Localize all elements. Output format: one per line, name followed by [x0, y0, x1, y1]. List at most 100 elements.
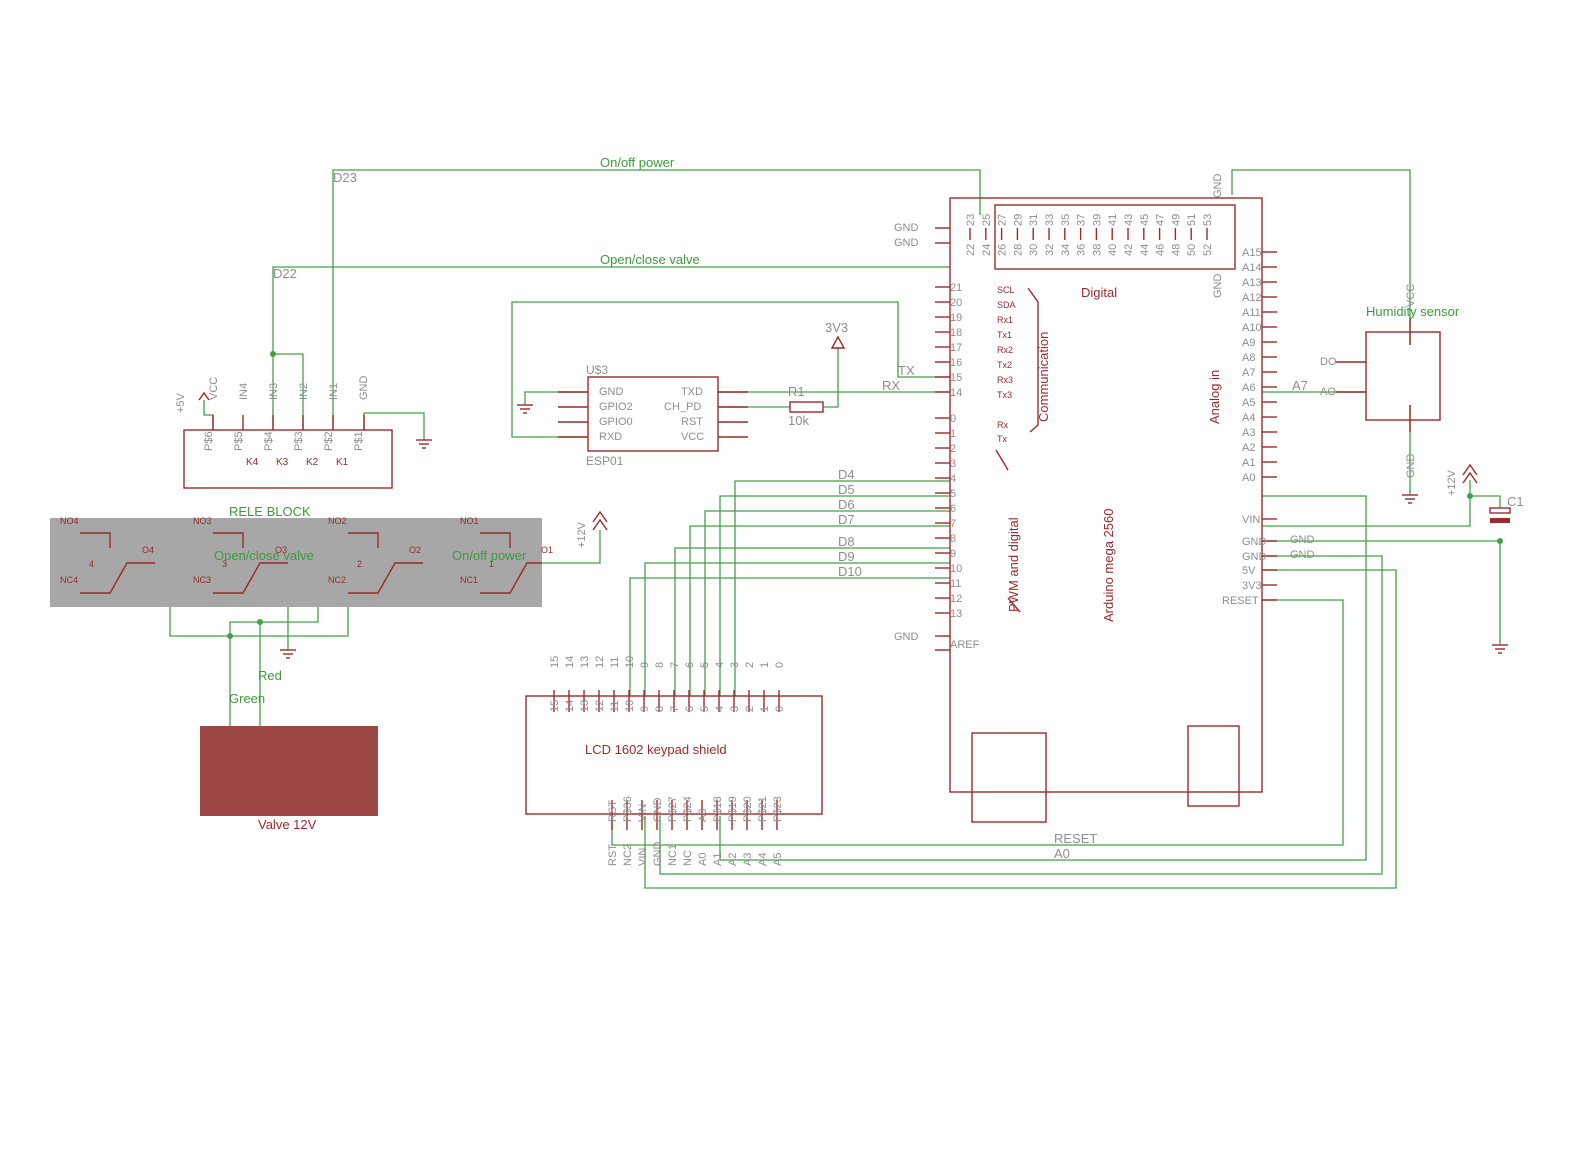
contact-no2: NO2: [328, 516, 347, 526]
lcd-top-pin-8: 8: [654, 706, 666, 712]
lcd-top-pin-13: 13: [579, 700, 591, 712]
contact-nc2: NC2: [328, 575, 346, 585]
mega-comm-tx1: Tx1: [997, 330, 1012, 340]
mega-comm-tx: Tx: [997, 434, 1007, 444]
mega-header-pin-25: 25: [981, 214, 993, 226]
lcd-bottom-pin-6: A0: [697, 809, 709, 822]
mega-header-pin-40: 40: [1107, 244, 1119, 256]
mega-power-pin-5: RESET: [1222, 595, 1259, 607]
mega-power-pin-2: GND: [1242, 551, 1267, 563]
esp-ref: U$3: [586, 363, 608, 377]
mega-header-pin-31: 31: [1028, 214, 1040, 226]
lcd-label: LCD 1602 keypad shield: [585, 742, 727, 757]
lcd-bottom-pin-7: P$18: [712, 796, 724, 822]
relay-contacts: NO4 NC4 O4 4 NO3 NC3 O3 3 NO2 NC2 O2 2 N…: [60, 516, 553, 594]
mega-name: Arduino mega 2560: [1101, 509, 1116, 622]
mega-header-pin-46: 46: [1155, 244, 1167, 256]
lcd-top-pin-7: 7: [669, 706, 681, 712]
mega-pin-a4: A4: [1242, 412, 1255, 424]
lcd-bottom-pin-5: P$24: [682, 796, 694, 822]
contact-no4: NO4: [60, 516, 79, 526]
net-a7: A7: [1292, 378, 1308, 393]
lcd-top-pin-0: 0: [774, 706, 786, 712]
relay-channel-on-off: On/off power: [452, 548, 527, 563]
mega-header-pin-48: 48: [1170, 244, 1182, 256]
mega-comm-rx: Rx: [997, 420, 1008, 430]
relay-block: P$6 P$5 P$4 P$3 P$2 P$1 VCC IN4 IN3 IN2 …: [50, 376, 608, 659]
lcd-bottom-pin-3: GND: [652, 798, 664, 823]
relay-pin-name-vcc: VCC: [208, 377, 220, 400]
lcd-top-pin-2: 2: [744, 706, 756, 712]
mega-pin-d12: 12: [950, 593, 962, 605]
lcd-bottom-pin-1: P$36: [622, 796, 634, 822]
mega-pin-d13: 13: [950, 608, 962, 620]
relay-pin-4: P$4: [263, 431, 275, 451]
mega-header-pin-51: 51: [1186, 214, 1198, 226]
net-green: Green: [229, 691, 265, 706]
valve-body: [200, 726, 378, 816]
mega-header-pin-24: 24: [981, 244, 993, 256]
mega-comm-sda: SDA: [997, 300, 1016, 310]
lcd-bottom-name-8: A2: [727, 853, 739, 866]
mega-comm-tx3: Tx3: [997, 390, 1012, 400]
lcd-top-label-14: 14: [564, 656, 576, 668]
humidity-pin-ao: AO: [1320, 386, 1336, 398]
lcd-top-label-9: 9: [639, 662, 651, 668]
humidity-label: Humidity sensor: [1366, 304, 1460, 319]
mega-pin-d4: 4: [950, 473, 956, 485]
net-rx: RX: [882, 378, 900, 393]
mega-pin-20: 20: [950, 297, 962, 309]
r1-supply: 3V3: [825, 320, 848, 335]
net-d4: D4: [838, 467, 855, 482]
resistor-r1: R1 10k 3V3: [788, 320, 848, 428]
lcd-top-pin-5: 5: [699, 706, 711, 712]
mega-header-pin-38: 38: [1091, 244, 1103, 256]
lcd-top-pins: 1515141413131212111110109988776655443322…: [549, 656, 786, 712]
mega-pin-a2: A2: [1242, 442, 1255, 454]
contact-o3: O3: [275, 545, 287, 555]
lcd-shield: LCD 1602 keypad shield 15151414131312121…: [525, 656, 823, 866]
relay-pin-name-in2: IN2: [298, 383, 310, 400]
contact-o4: O4: [142, 545, 154, 555]
contact-nc4: NC4: [60, 575, 78, 585]
relay-supply-12v: +12V: [576, 521, 588, 548]
esp-name: ESP01: [586, 454, 624, 468]
mega-header-pin-22: 22: [965, 244, 977, 256]
lcd-bottom-name-11: A5: [772, 853, 784, 866]
lcd-bottom-pin-11: P$23: [772, 796, 784, 822]
mega-gnd-top-2: GND: [894, 237, 919, 249]
mega-header-pin-49: 49: [1170, 214, 1182, 226]
mega-comm-tx2: Tx2: [997, 360, 1012, 370]
mega-pin-d6: 6: [950, 503, 956, 515]
mega-header-pin-30: 30: [1028, 244, 1040, 256]
mega-pin-a6: A6: [1242, 382, 1255, 394]
mega-header-pin-52: 52: [1202, 244, 1214, 256]
relay-pins: P$6 P$5 P$4 P$3 P$2 P$1 VCC IN4 IN3 IN2 …: [175, 376, 432, 468]
mega-pin-a15: A15: [1242, 247, 1262, 259]
mega-pin-d9: 9: [950, 548, 956, 560]
lcd-top-pin-15: 15: [549, 700, 561, 712]
mega-header-gnd-top: GND: [1212, 174, 1224, 199]
mega-right-pins: A15A14A13A12A11A10A9A8A7A6A5A4A3A2A1A0VI…: [1222, 247, 1277, 607]
esp-pin-txd: TXD: [681, 386, 703, 398]
lcd-top-pin-14: 14: [564, 700, 576, 712]
relay-pin-1: P$1: [353, 431, 365, 451]
mega-power-pin-3: 5V: [1242, 565, 1256, 577]
lcd-top-label-2: 2: [744, 662, 756, 668]
mega-header-pin-23: 23: [965, 214, 977, 226]
relay-k3: K3: [276, 457, 289, 468]
mega-pin-a0: A0: [1242, 472, 1255, 484]
net-d6: D6: [838, 497, 855, 512]
mega-pin-d5: 5: [950, 488, 956, 500]
mega-header-pin-43: 43: [1123, 214, 1135, 226]
mega-pin-d11: 11: [950, 578, 961, 590]
relay-pin-2: P$2: [323, 431, 335, 451]
lcd-bottom-name-6: A0: [697, 853, 709, 866]
lcd-top-label-5: 5: [699, 662, 711, 668]
lcd-top-label-15: 15: [549, 656, 561, 668]
lcd-bottom-name-1: NC2: [622, 844, 634, 866]
lcd-top-pin-4: 4: [714, 706, 726, 712]
mega-gnd-top-1: GND: [894, 222, 919, 234]
